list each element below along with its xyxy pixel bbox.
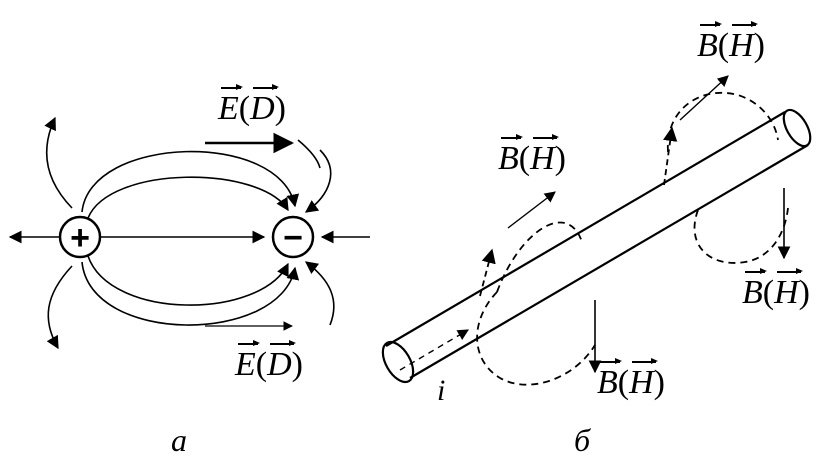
field-vector-near-top [507, 191, 556, 229]
caption-b: б [574, 422, 591, 458]
magnetic-label-top-right: B(H) [697, 21, 765, 64]
negative-charge [271, 215, 315, 259]
field-vector-far-top [679, 75, 729, 121]
field-label-top: E(D) [218, 84, 286, 127]
positive-charge [58, 215, 102, 259]
field-line-minus-bottom [304, 261, 335, 326]
field-line-plus-down [46, 265, 73, 350]
magnetic-label-bottom: B(H) [597, 358, 665, 401]
current-arrow [399, 329, 469, 371]
field-line-minus-top [304, 149, 332, 213]
magnetic-label-right: B(H) [742, 268, 810, 311]
wire-near-end [381, 340, 415, 384]
field-line-plus-up [44, 116, 73, 209]
field-loop-near-front [476, 291, 596, 386]
dipole-diagram [8, 116, 370, 350]
field-line-outer-top [81, 150, 300, 213]
field-loop-far-front [667, 91, 779, 153]
field-label-bottom: E(D) [235, 340, 303, 383]
wire-diagram [381, 75, 812, 386]
field-line-inner-top [87, 176, 289, 219]
caption-a: а [171, 422, 187, 458]
wire-bottom-edge [409, 144, 809, 379]
plus-sign: + [70, 219, 90, 257]
field-line-inner-bottom [87, 255, 289, 306]
minus-sign: − [283, 219, 303, 257]
field-loop-far-back [693, 207, 789, 264]
label-leader-top [297, 139, 321, 169]
current-label: i [437, 374, 446, 407]
magnetic-label-top-left: B(H) [498, 134, 566, 177]
wire-top-edge [385, 111, 786, 347]
field-line-outer-bottom [81, 261, 300, 326]
wire-far-end [782, 108, 812, 148]
field-loop-near-up [479, 248, 496, 297]
